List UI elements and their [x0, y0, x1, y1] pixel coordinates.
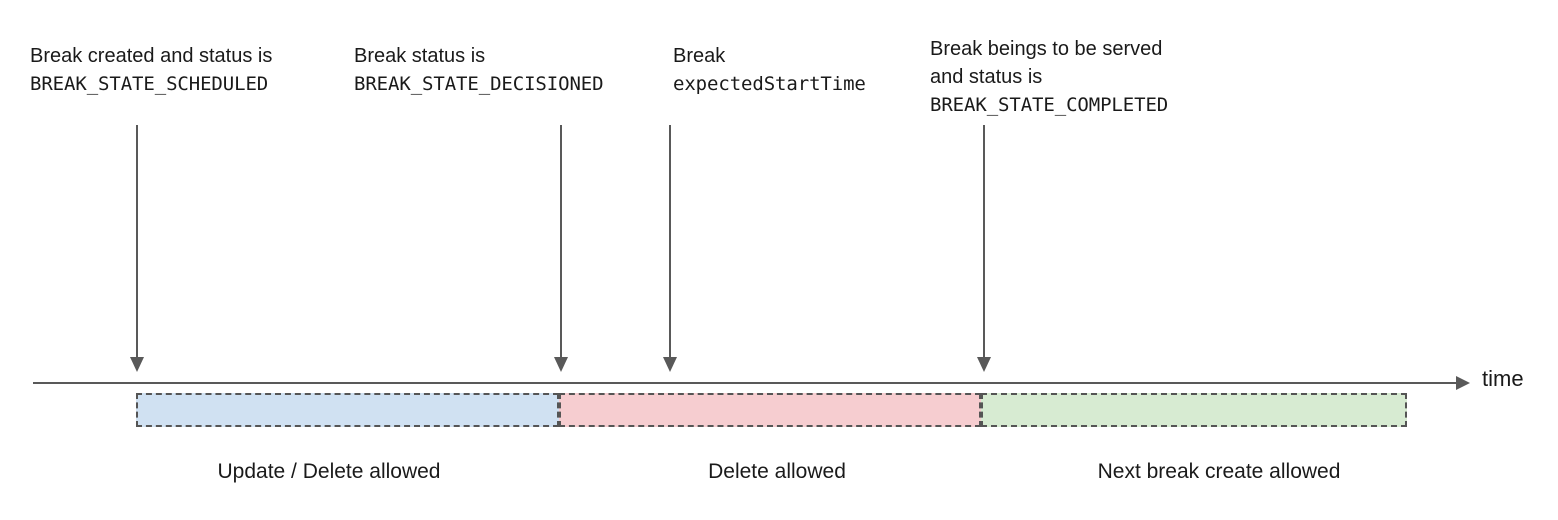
arrow-shaft [560, 125, 562, 358]
marker-arrow-scheduled [130, 125, 144, 372]
annotation-line: Break beings to be served [930, 38, 1163, 60]
phase-caption-next-break-create: Next break create allowed [1097, 460, 1341, 483]
arrow-head-down-icon [977, 357, 991, 372]
annotation-expected-start-time: Break expectedStartTime [673, 42, 866, 98]
annotation-decisioned: Break status is BREAK_STATE_DECISIONED [354, 42, 604, 98]
annotation-line: Break status is [354, 45, 486, 67]
arrow-shaft [983, 125, 985, 358]
marker-arrow-expected-start-time [663, 125, 677, 372]
phase-bar-next-break-create [981, 393, 1407, 427]
time-axis [33, 376, 1470, 390]
arrow-shaft [136, 125, 138, 358]
annotation-line: and status is [930, 66, 1043, 88]
phase-bar-delete [559, 393, 981, 427]
marker-arrow-decisioned [554, 125, 568, 372]
annotation-completed: Break beings to be served and status is … [930, 35, 1168, 119]
arrow-head-down-icon [663, 357, 677, 372]
axis-label: time [1482, 366, 1524, 391]
arrow-head-right-icon [1456, 376, 1470, 390]
phase-bar-update-delete [136, 393, 559, 427]
arrow-head-down-icon [554, 357, 568, 372]
annotation-line: Break [673, 45, 726, 67]
annotation-state-name: BREAK_STATE_COMPLETED [930, 94, 1169, 116]
annotation-scheduled: Break created and status is BREAK_STATE_… [30, 42, 272, 98]
phase-caption-delete: Delete allowed [708, 460, 846, 483]
annotation-state-name: BREAK_STATE_SCHEDULED [30, 73, 269, 95]
annotation-state-name: BREAK_STATE_DECISIONED [354, 73, 604, 95]
annotation-field-name: expectedStartTime [673, 73, 866, 95]
phase-caption-update-delete: Update / Delete allowed [217, 460, 441, 483]
arrow-head-down-icon [130, 357, 144, 372]
arrow-shaft [669, 125, 671, 358]
marker-arrow-completed [977, 125, 991, 372]
annotation-line: Break created and status is [30, 45, 273, 67]
axis-line [33, 382, 1457, 384]
